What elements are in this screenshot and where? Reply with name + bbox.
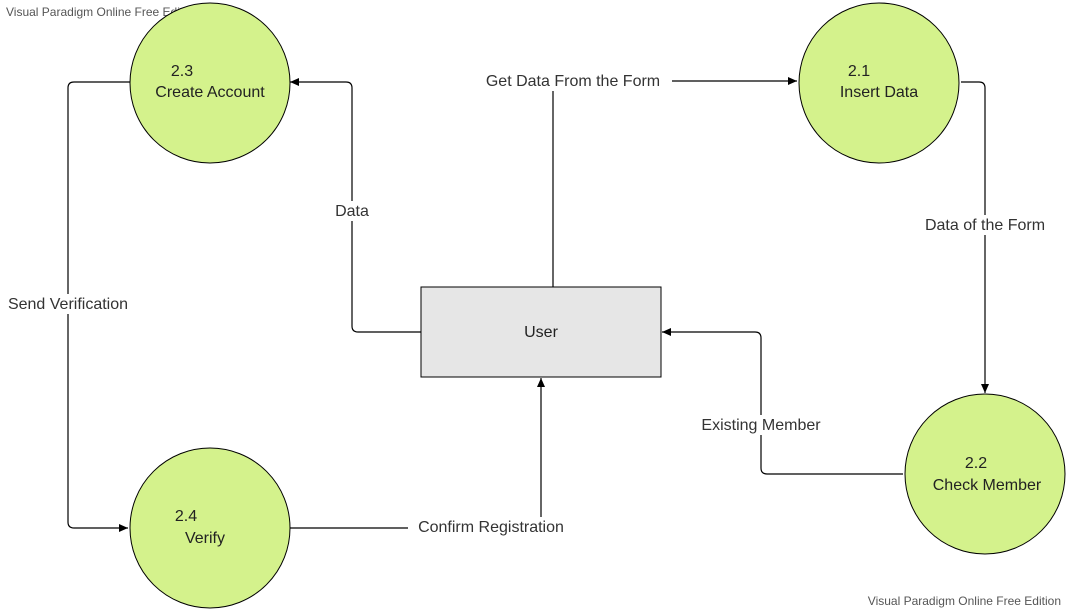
process-verify[interactable]: 2.4 Verify xyxy=(129,447,291,609)
process-check-member-number: 2.2 xyxy=(965,455,987,472)
process-check-member[interactable]: 2.2 Check Member xyxy=(904,393,1066,555)
flow-send-verification-label: Send Verification xyxy=(0,294,136,314)
watermark-bottom: Visual Paradigm Online Free Edition xyxy=(867,594,1061,608)
process-create-account-circle[interactable] xyxy=(129,2,291,164)
process-create-account-label: Create Account xyxy=(155,84,265,101)
process-create-account[interactable]: 2.3 Create Account xyxy=(129,2,291,164)
flow-get-data-edge[interactable] xyxy=(552,77,797,287)
process-check-member-circle[interactable] xyxy=(904,393,1066,555)
flow-data-of-form-label: Data of the Form xyxy=(915,215,1055,235)
flow-existing-member-label: Existing Member xyxy=(693,415,829,435)
entity-user-label: User xyxy=(524,324,558,341)
flow-confirm-registration-edge[interactable] xyxy=(290,378,545,529)
svg-text:Existing Member: Existing Member xyxy=(701,417,821,434)
watermark-top: Visual Paradigm Online Free Edition xyxy=(6,5,200,19)
process-verify-number: 2.4 xyxy=(175,508,197,525)
svg-text:Data: Data xyxy=(335,203,369,220)
svg-text:Data of the Form: Data of the Form xyxy=(925,217,1045,234)
flow-data-of-form-edge[interactable] xyxy=(961,81,989,393)
process-verify-label: Verify xyxy=(185,530,225,547)
svg-text:Confirm Registration: Confirm Registration xyxy=(418,519,564,536)
process-insert-data-circle[interactable] xyxy=(798,2,960,164)
process-check-member-label: Check Member xyxy=(933,477,1042,494)
process-insert-data[interactable]: 2.1 Insert Data xyxy=(798,2,960,164)
entity-user-box[interactable] xyxy=(420,286,662,378)
process-insert-data-label: Insert Data xyxy=(840,84,918,101)
flow-get-data-label: Get Data From the Form xyxy=(474,71,672,91)
flow-existing-member-edge[interactable] xyxy=(662,328,903,475)
entity-user[interactable]: User xyxy=(420,286,662,378)
svg-text:Send Verification: Send Verification xyxy=(8,296,128,313)
process-insert-data-number: 2.1 xyxy=(848,63,870,80)
svg-text:Get Data From the Form: Get Data From the Form xyxy=(486,73,660,90)
flow-data-label: Data xyxy=(330,201,374,221)
process-verify-circle[interactable] xyxy=(129,447,291,609)
process-create-account-number: 2.3 xyxy=(171,63,193,80)
flow-confirm-registration-label: Confirm Registration xyxy=(408,517,574,537)
